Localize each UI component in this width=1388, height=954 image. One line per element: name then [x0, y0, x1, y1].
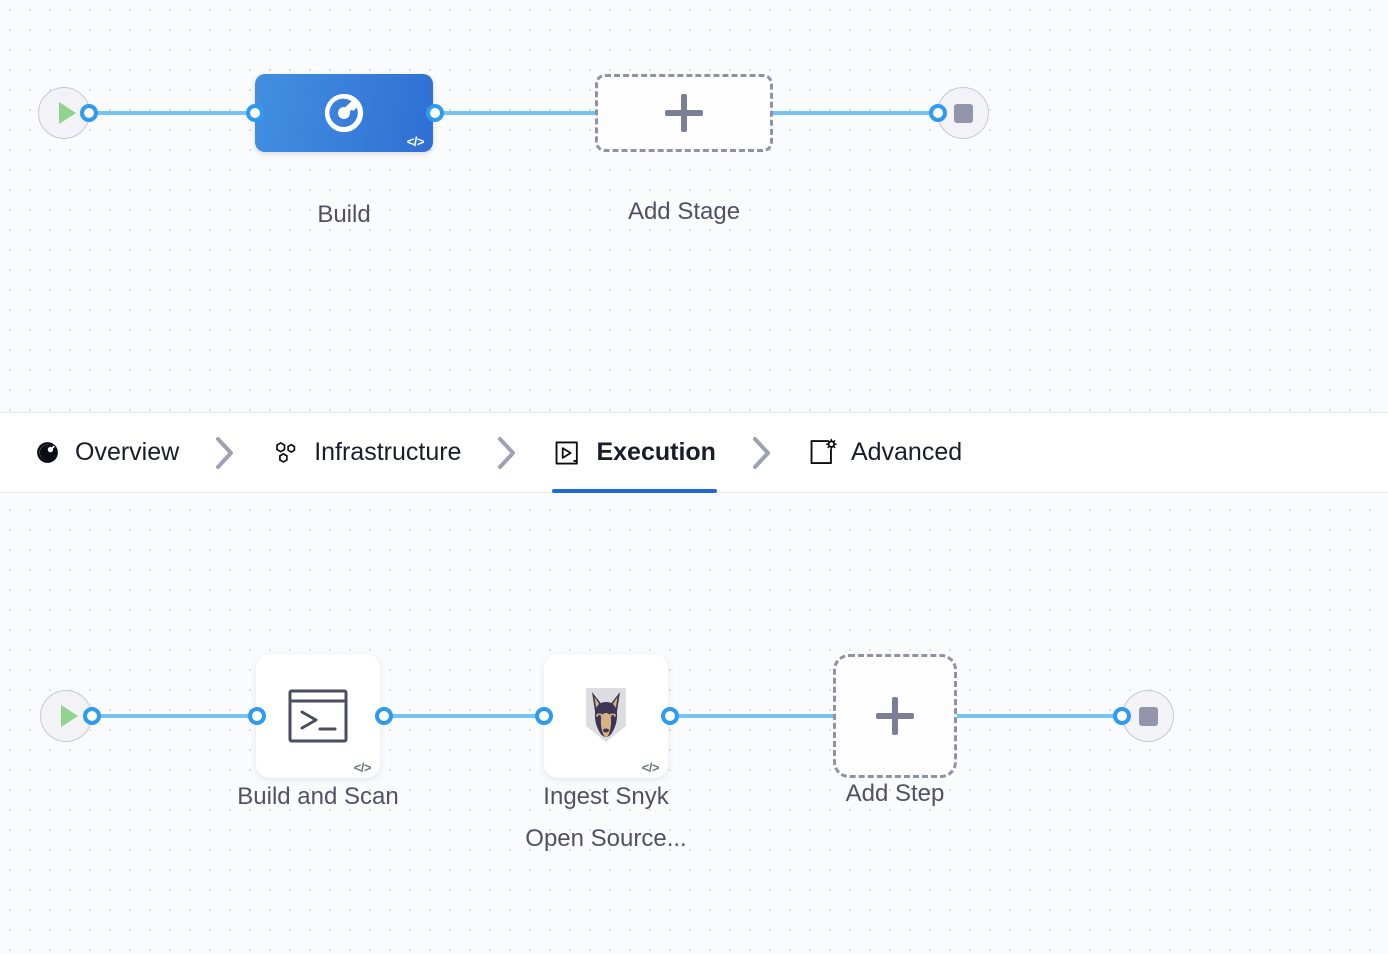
- snyk-doberman-icon: [586, 688, 626, 742]
- step-buildscan-input-port[interactable]: [248, 707, 266, 725]
- edge-build-to-addstage: [426, 111, 606, 115]
- play-icon: [58, 102, 76, 124]
- tab-advanced-label: Advanced: [850, 438, 963, 466]
- pipeline-stage-canvas[interactable]: </> Build Add Stage: [0, 0, 1388, 412]
- add-step-button[interactable]: [833, 654, 957, 778]
- add-stage-button[interactable]: [595, 74, 773, 152]
- edge-buildscan-to-snyk: [380, 714, 552, 718]
- stage-build-input-port[interactable]: [246, 104, 264, 122]
- stage-start-port[interactable]: [80, 104, 98, 122]
- step-buildscan-output-port[interactable]: [375, 707, 393, 725]
- step-snyk-output-port[interactable]: [661, 707, 679, 725]
- tab-overview[interactable]: Overview: [32, 413, 179, 493]
- step-node-build-and-scan-caption: Build and Scan: [237, 783, 399, 810]
- step-node-ingest-snyk-caption: Ingest Snyk Open Source...: [525, 783, 687, 852]
- stop-icon: [1138, 706, 1158, 726]
- tab-overview-label: Overview: [75, 438, 180, 466]
- tab-advanced[interactable]: Advanced: [808, 413, 962, 493]
- hexagons-icon: [271, 438, 301, 468]
- harness-overview-icon: [32, 438, 62, 468]
- step-start-port[interactable]: [83, 707, 101, 725]
- plus-icon: [665, 94, 703, 132]
- bracket-gear-icon: [808, 438, 838, 468]
- step-node-ingest-snyk-open-source[interactable]: </>: [544, 654, 668, 778]
- plus-icon: [876, 697, 914, 735]
- play-in-box-icon: [553, 438, 583, 468]
- add-stage-caption: Add Stage: [627, 198, 741, 225]
- stage-node-build-caption: Build: [317, 201, 371, 228]
- tab-execution[interactable]: Execution: [552, 413, 718, 493]
- play-icon: [60, 705, 78, 727]
- tab-infrastructure-label: Infrastructure: [314, 438, 462, 466]
- step-end-port[interactable]: [1113, 707, 1131, 725]
- edge-addstage-to-end: [765, 111, 950, 115]
- edge-start-to-build: [88, 111, 263, 115]
- step-snyk-input-port[interactable]: [535, 707, 553, 725]
- stop-icon: [953, 103, 973, 123]
- stage-config-tabbar: Overview Infrastructure: [0, 412, 1388, 493]
- stage-step-canvas[interactable]: </> Build and Scan: [0, 493, 1388, 954]
- chevron-right-icon: [179, 413, 271, 493]
- add-step-caption: Add Step: [845, 780, 945, 807]
- edge-addstep-to-end: [955, 714, 1130, 718]
- code-badge: </>: [641, 760, 660, 775]
- harness-ci-icon: [324, 93, 364, 133]
- chevron-right-icon: [461, 413, 553, 493]
- stage-build-output-port[interactable]: [426, 104, 444, 122]
- edge-start-to-buildscan: [90, 714, 268, 718]
- chevron-right-icon: [716, 413, 808, 493]
- stage-end-port[interactable]: [929, 104, 947, 122]
- terminal-icon: [288, 689, 348, 743]
- edge-snyk-to-addstep: [666, 714, 842, 718]
- tab-execution-label: Execution: [596, 438, 716, 466]
- code-badge: </>: [353, 760, 372, 775]
- code-badge: </>: [406, 134, 425, 149]
- tab-infrastructure[interactable]: Infrastructure: [271, 413, 461, 493]
- step-node-build-and-scan[interactable]: </>: [256, 654, 380, 778]
- stage-node-build[interactable]: </>: [255, 74, 433, 152]
